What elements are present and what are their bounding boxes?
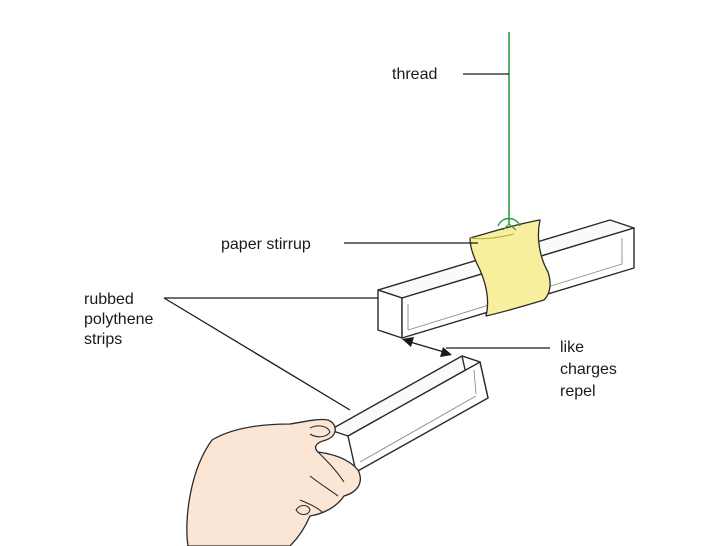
paper-stirrup: [469, 219, 551, 317]
thread: [497, 32, 521, 231]
held-polythene-strip: [329, 355, 489, 473]
rubbed-label-line3: strips: [84, 331, 122, 348]
rubbed-leader-lower: [163, 297, 351, 411]
thread-label: thread: [392, 66, 437, 83]
rubbed-label-line1: rubbed: [84, 291, 134, 308]
repel-arrow: [402, 337, 452, 357]
leader-lines: [163, 73, 550, 411]
repel-label-line1: like: [560, 339, 584, 356]
rubbed-label-line2: polythene: [84, 311, 153, 328]
repel-label-line3: repel: [560, 383, 596, 400]
paper-stirrup-label: paper stirrup: [221, 236, 311, 253]
hand: [186, 418, 361, 546]
repel-label-line2: charges: [560, 361, 617, 378]
